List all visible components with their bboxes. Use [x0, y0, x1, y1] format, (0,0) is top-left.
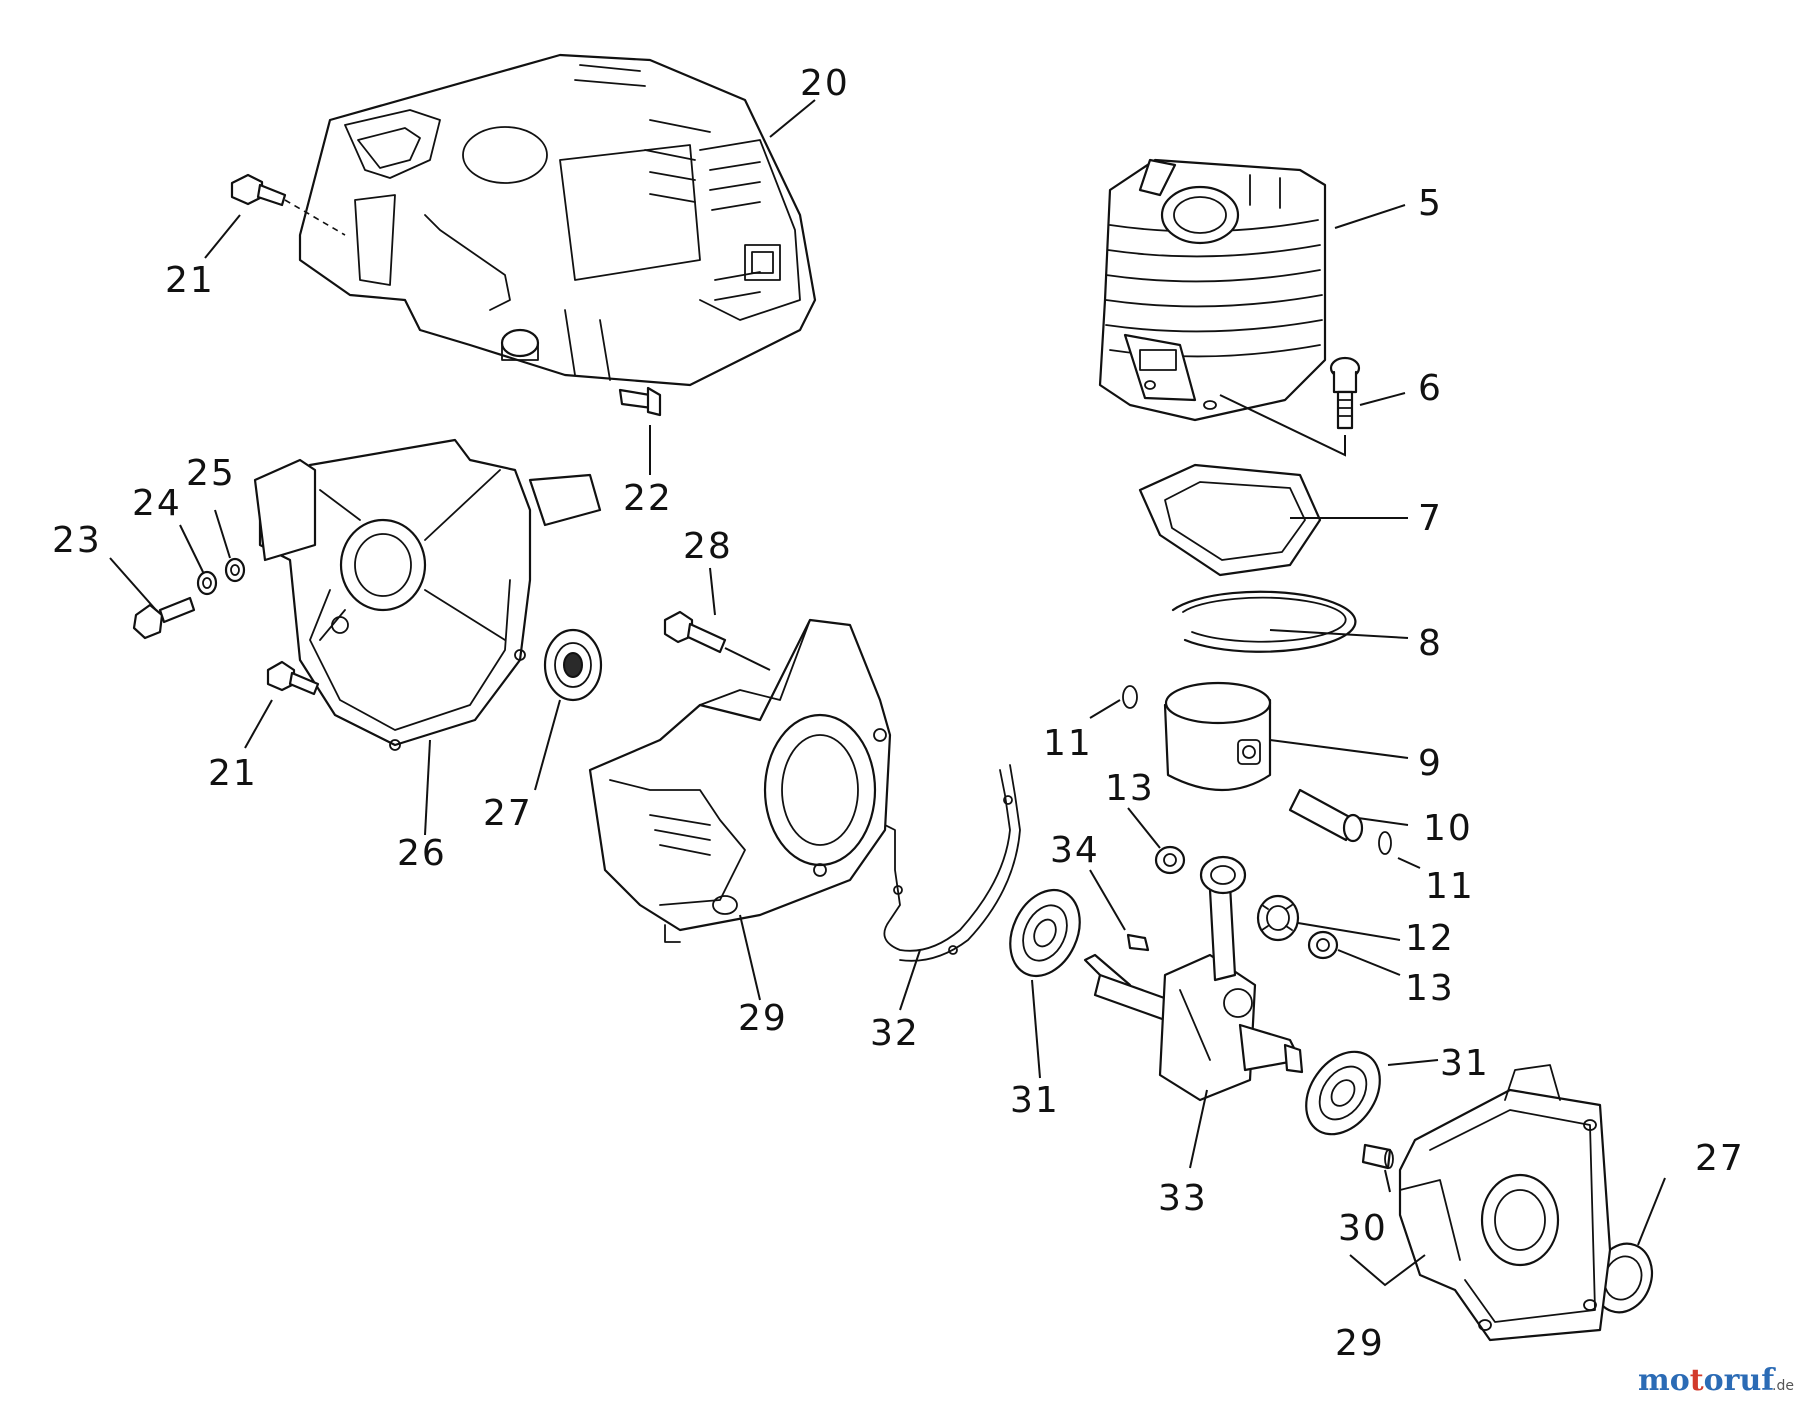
callout-11-lower: 11 [1425, 866, 1475, 907]
piston-pin [1288, 788, 1364, 843]
callout-10: 10 [1423, 808, 1473, 849]
crankcase-gasket [883, 764, 1021, 962]
callout-7: 7 [1418, 498, 1443, 539]
watermark-suffix: .de [1772, 1378, 1794, 1394]
watermark-letter: f [1761, 1363, 1776, 1398]
callout-33: 33 [1158, 1178, 1208, 1219]
callout-22: 22 [623, 478, 673, 519]
leader-lines [109, 99, 1666, 1287]
screw-21-lower [266, 660, 320, 696]
thrust-washer-lower [1307, 930, 1339, 960]
crankcase-left [588, 618, 892, 943]
motoruf-watermark: motoruf .de [1638, 1363, 1794, 1398]
callout-12: 12 [1405, 918, 1455, 959]
callout-labels: 20 21 5 6 22 23 24 25 7 28 8 21 11 9 27 … [52, 63, 1745, 1364]
callout-25: 25 [186, 453, 236, 494]
crankcase-right [1398, 1064, 1612, 1342]
screw-23 [132, 596, 196, 640]
watermark-letter: u [1739, 1363, 1761, 1398]
piston [1163, 681, 1272, 791]
callout-5: 5 [1418, 183, 1443, 224]
screw-21-upper [230, 173, 346, 236]
callout-30: 30 [1338, 1208, 1388, 1249]
needle-bearing [1256, 894, 1300, 942]
callout-27-right: 27 [1695, 1138, 1745, 1179]
callout-6: 6 [1418, 368, 1443, 409]
callout-23: 23 [52, 520, 102, 561]
woodruff-key [1126, 933, 1150, 952]
callout-13-upper: 13 [1105, 768, 1155, 809]
callout-31-left: 31 [1010, 1080, 1060, 1121]
crankcase-bearing-right [1305, 1050, 1381, 1136]
piston-ring [1171, 590, 1357, 653]
callout-28: 28 [683, 526, 733, 567]
watermark-letter: t [1690, 1363, 1704, 1398]
piston-pin-circlip-upper [1122, 685, 1138, 709]
spring-washer-24 [196, 570, 218, 596]
watermark-letter: motoruf [1638, 1363, 1776, 1398]
callout-34: 34 [1050, 830, 1100, 871]
callout-21-upper: 21 [165, 260, 215, 301]
callout-20: 20 [800, 63, 850, 104]
callout-32: 32 [870, 1013, 920, 1054]
cylinder-gasket [1138, 463, 1322, 577]
screw-28 [663, 610, 771, 671]
callout-8: 8 [1418, 623, 1443, 664]
washer-25 [224, 557, 246, 583]
callout-31-right: 31 [1440, 1043, 1490, 1084]
screw-22 [618, 386, 662, 417]
fan-housing [253, 438, 602, 751]
callout-11-upper: 11 [1043, 723, 1093, 764]
cylinder [1098, 158, 1327, 422]
watermark-letter: o [1670, 1363, 1690, 1398]
cylinder-bolt [1219, 356, 1361, 457]
watermark-letter: o [1704, 1363, 1724, 1398]
thrust-washer-upper [1154, 845, 1186, 875]
callout-21-lower: 21 [208, 753, 258, 794]
callout-29-right: 29 [1335, 1323, 1385, 1364]
dowel-pin [1361, 1143, 1394, 1170]
callout-29-left: 29 [738, 998, 788, 1039]
crankshaft [1083, 855, 1304, 1102]
callout-9: 9 [1418, 743, 1443, 784]
oil-seal-left [543, 628, 603, 702]
watermark-letter: m [1638, 1363, 1670, 1398]
callout-27-left: 27 [483, 793, 533, 834]
engine-cover [298, 53, 817, 387]
callout-24: 24 [132, 483, 182, 524]
watermark-letter: r [1724, 1363, 1741, 1398]
callout-26: 26 [397, 833, 447, 874]
piston-pin-circlip-lower [1378, 831, 1392, 855]
crankcase-bearing-left [1009, 888, 1081, 978]
callout-13-lower: 13 [1405, 968, 1455, 1009]
